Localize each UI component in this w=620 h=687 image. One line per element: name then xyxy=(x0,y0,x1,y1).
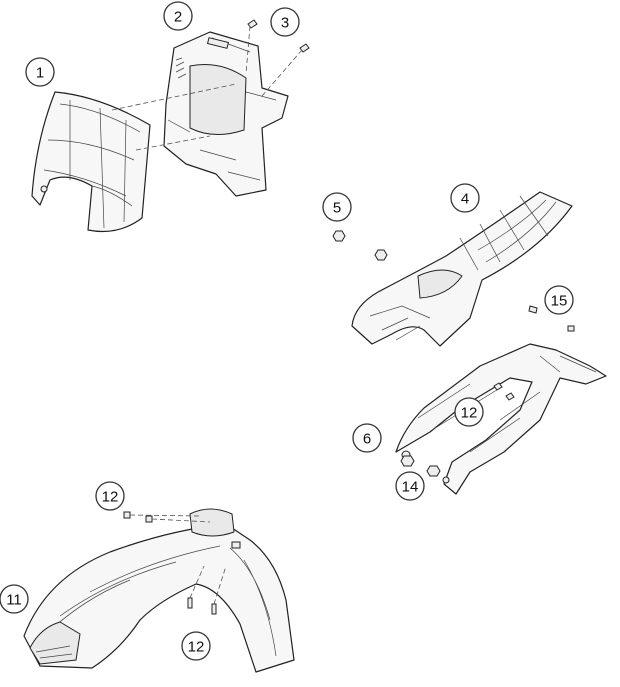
callout-6: 6 xyxy=(352,423,382,453)
callout-5: 5 xyxy=(322,192,352,222)
callout-circle xyxy=(395,471,425,501)
callout-14: 14 xyxy=(395,471,425,501)
callout-label: 12 xyxy=(461,405,478,422)
callout-circle xyxy=(270,7,300,37)
nut-part-14 xyxy=(400,455,441,477)
callout-circle xyxy=(322,192,352,222)
callout-circle xyxy=(544,285,574,315)
screw-part-12-fender xyxy=(123,511,217,615)
screw-part-12-subframe xyxy=(493,382,515,401)
leader-line xyxy=(261,49,303,97)
leader-line xyxy=(151,518,211,523)
callout-label: 2 xyxy=(174,9,182,26)
nut-part-5 xyxy=(332,230,388,261)
callout-label: 11 xyxy=(6,592,22,609)
callout-circle xyxy=(163,1,193,31)
callout-circle xyxy=(450,183,480,213)
leader-line xyxy=(111,83,237,111)
leader-line xyxy=(129,514,201,517)
leader-line xyxy=(245,25,251,75)
leader-line xyxy=(189,565,205,599)
seat-part xyxy=(351,191,573,347)
leader-line xyxy=(213,565,227,605)
screw-part-15 xyxy=(528,305,575,332)
callout-label: 1 xyxy=(36,65,44,82)
callout-label: 12 xyxy=(102,489,119,506)
callout-label: 4 xyxy=(461,191,469,208)
callout-circle xyxy=(95,481,125,511)
leader-line xyxy=(135,135,211,151)
callout-label: 12 xyxy=(188,639,205,656)
callout-label: 6 xyxy=(363,431,371,448)
callout-circle xyxy=(25,57,55,87)
headlight-mask-part xyxy=(31,91,151,233)
callout-label: 14 xyxy=(402,479,419,496)
callout-label: 15 xyxy=(551,293,568,310)
callout-circle xyxy=(0,584,29,614)
callout-circle xyxy=(454,397,484,427)
callout-4: 4 xyxy=(450,183,480,213)
callout-label: 5 xyxy=(333,200,341,217)
callout-3: 3 xyxy=(270,7,300,37)
callout-2: 2 xyxy=(163,1,193,31)
front-fender-part xyxy=(23,508,295,673)
callout-1: 1 xyxy=(25,57,55,87)
callout-12: 12 xyxy=(181,631,211,661)
callout-circle xyxy=(181,631,211,661)
callout-12: 12 xyxy=(95,481,125,511)
callout-15: 15 xyxy=(544,285,574,315)
callout-label: 3 xyxy=(281,15,289,32)
callout-circle xyxy=(352,423,382,453)
headlight-bracket-part xyxy=(163,31,289,197)
callout-12: 12 xyxy=(454,397,484,427)
callout-11: 11 xyxy=(0,584,29,614)
